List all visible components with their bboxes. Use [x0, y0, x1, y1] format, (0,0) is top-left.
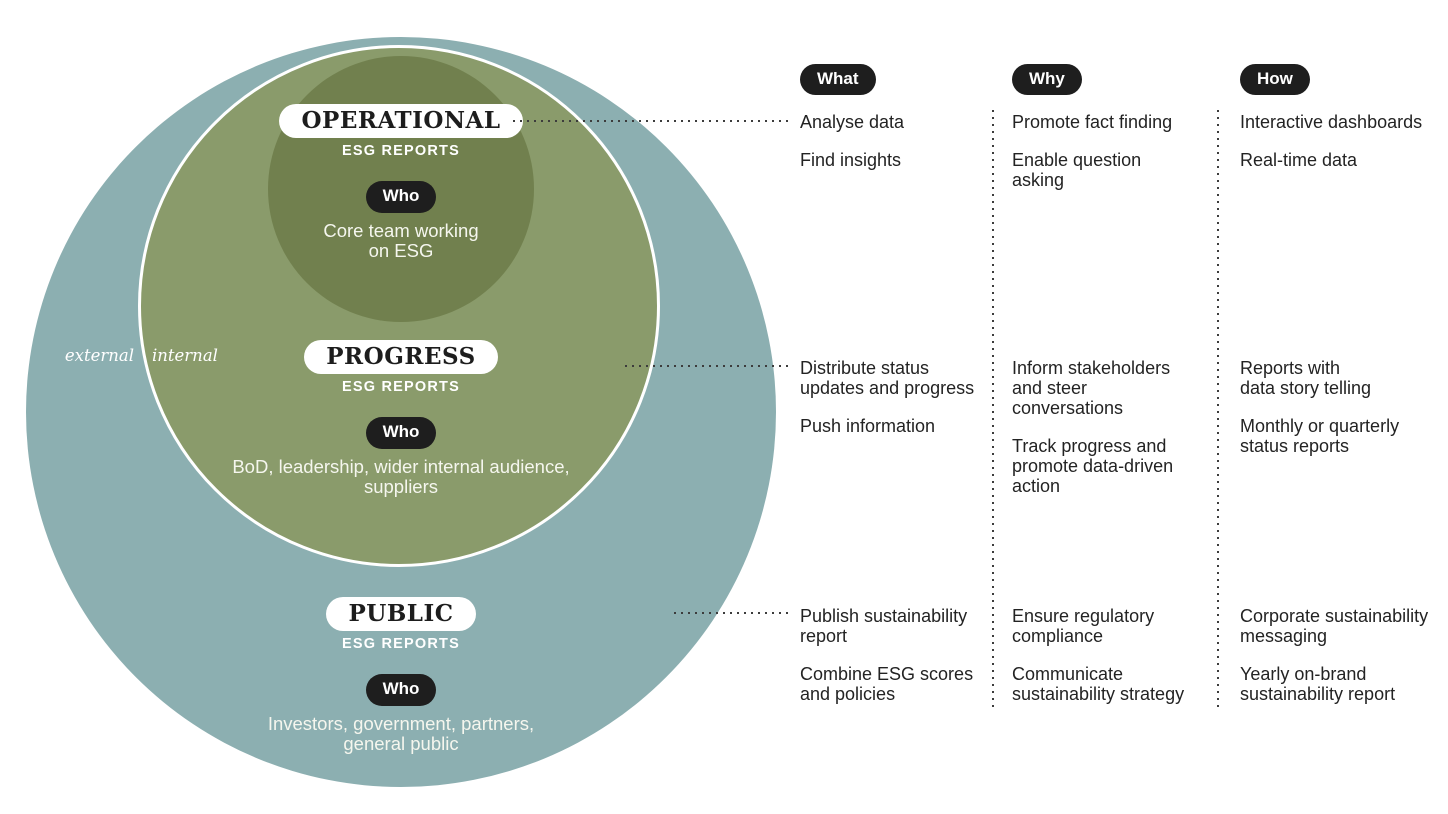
what-operational-group: Analyse data Find insights	[800, 112, 985, 188]
how-item: Interactive dashboards	[1240, 112, 1423, 132]
why-item: Track progress and promote data-driven a…	[1012, 436, 1174, 496]
what-item: Publish sustainability report	[800, 606, 968, 646]
what-item: Analyse data	[800, 112, 905, 132]
operational-audience-text: Core team working on ESG	[323, 219, 479, 262]
public-connector-line	[674, 612, 788, 614]
why-item: Promote fact finding	[1012, 112, 1173, 132]
column-how: How Interactive dashboards Real-time dat…	[1240, 0, 1448, 814]
what-public-group: Publish sustainability report Combine ES…	[800, 606, 985, 722]
what-item: Push information	[800, 416, 936, 436]
how-progress-group: Reports with data story telling Monthly …	[1240, 358, 1448, 474]
column-why: Why Promote fact finding Enable question…	[1012, 0, 1210, 814]
public-ring-block: PUBLIC ESG REPORTS Who Investors, govern…	[191, 597, 611, 755]
how-item: Real-time data	[1240, 150, 1358, 170]
public-title-pill: PUBLIC	[326, 597, 476, 632]
progress-audience-text: BoD, leadership, wider internal audience…	[232, 455, 570, 498]
internal-zone-label: internal	[152, 346, 218, 365]
why-item: Ensure regulatory compliance	[1012, 606, 1155, 646]
why-progress-group: Inform stakeholders and steer conversati…	[1012, 358, 1210, 514]
how-header-pill: How	[1240, 64, 1310, 96]
how-item: Reports with data story telling	[1240, 358, 1372, 398]
progress-title-pill: PROGRESS	[304, 340, 498, 375]
progress-who-pill: Who	[365, 417, 437, 449]
how-public-group: Corporate sustainability messaging Yearl…	[1240, 606, 1448, 722]
operational-title-pill: OPERATIONAL	[279, 104, 523, 139]
operational-who-pill: Who	[365, 181, 437, 213]
how-item: Monthly or quarterly status reports	[1240, 416, 1400, 456]
public-audience-text: Investors, government, partners, general…	[267, 712, 535, 755]
external-zone-label: external	[64, 346, 134, 365]
what-why-separator	[992, 110, 994, 707]
public-subtitle: ESG REPORTS	[342, 636, 460, 653]
why-how-separator	[1217, 110, 1219, 707]
public-who-pill: Who	[365, 674, 437, 706]
progress-ring-block: PROGRESS ESG REPORTS Who BoD, leadership…	[191, 340, 611, 498]
what-item: Distribute status updates and progress	[800, 358, 975, 398]
operational-ring-block: OPERATIONAL ESG REPORTS Who Core team wo…	[191, 104, 611, 262]
why-header-pill: Why	[1012, 64, 1082, 96]
why-item: Enable question asking	[1012, 150, 1142, 190]
how-operational-group: Interactive dashboards Real-time data	[1240, 112, 1448, 188]
why-item: Inform stakeholders and steer conversati…	[1012, 358, 1171, 418]
what-item: Find insights	[800, 150, 902, 170]
what-progress-group: Distribute status updates and progress P…	[800, 358, 985, 454]
what-item: Combine ESG scores and policies	[800, 664, 974, 704]
what-header-pill: What	[800, 64, 876, 96]
how-item: Corporate sustainability messaging	[1240, 606, 1429, 646]
progress-connector-line	[625, 365, 788, 367]
why-item: Communicate sustainability strategy	[1012, 664, 1185, 704]
column-what: What Analyse data Find insights Distribu…	[800, 0, 985, 814]
why-public-group: Ensure regulatory compliance Communicate…	[1012, 606, 1210, 722]
how-item: Yearly on-brand sustainability report	[1240, 664, 1396, 704]
operational-connector-line	[513, 120, 789, 122]
operational-subtitle: ESG REPORTS	[342, 143, 460, 160]
progress-subtitle: ESG REPORTS	[342, 379, 460, 396]
why-operational-group: Promote fact finding Enable question ask…	[1012, 112, 1210, 208]
